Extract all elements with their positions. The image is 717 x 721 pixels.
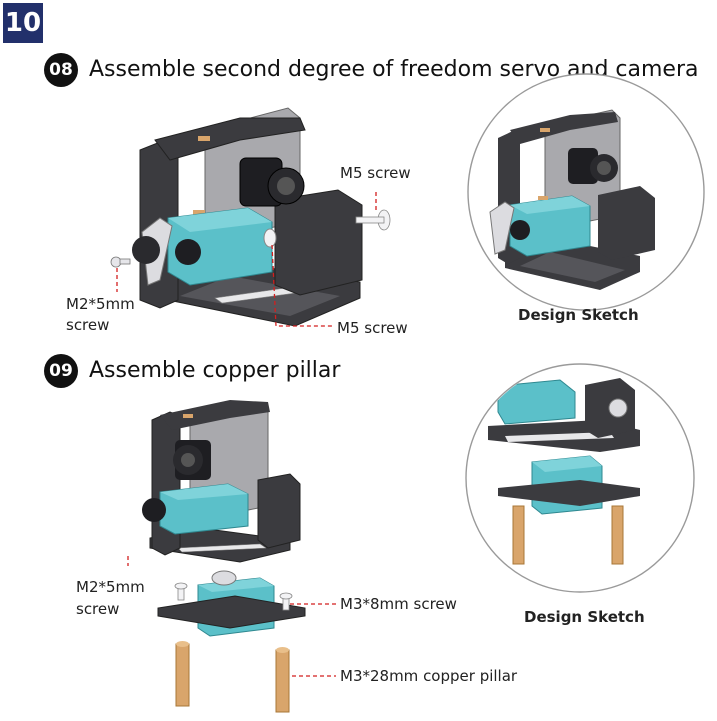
step-08-leader-lines	[116, 192, 377, 327]
page-number-badge: 10	[3, 3, 43, 43]
step-08-number: 08	[44, 53, 78, 87]
m3-28mm-pillar-label: M3*28mm copper pillar	[340, 667, 518, 685]
step-09-m2-5mm-label: M2*5mm	[76, 578, 145, 596]
step-08-design-sketch-label: Design Sketch	[518, 306, 639, 324]
m3-8mm-screw-label: M3*8mm screw	[340, 595, 457, 613]
m5-screw-label-right: M5 screw	[340, 164, 411, 182]
step-09-design-sketch-drawing	[465, 363, 695, 593]
m2-screw-label: screw	[66, 316, 110, 334]
m5-screw-label-bottom: M5 screw	[337, 319, 408, 337]
step-08-assembly-drawing	[110, 107, 391, 327]
step-09-assembly-drawing	[142, 400, 306, 713]
step-08-design-sketch-drawing	[467, 73, 705, 311]
step-09-number: 09	[44, 354, 78, 388]
m2-5mm-label: M2*5mm	[66, 295, 135, 313]
step-09-leader-lines	[127, 556, 336, 677]
step-09-design-sketch-label: Design Sketch	[524, 608, 645, 626]
step-09-title: Assemble copper pillar	[89, 358, 341, 383]
step-09-m2-screw-label: screw	[76, 600, 120, 618]
